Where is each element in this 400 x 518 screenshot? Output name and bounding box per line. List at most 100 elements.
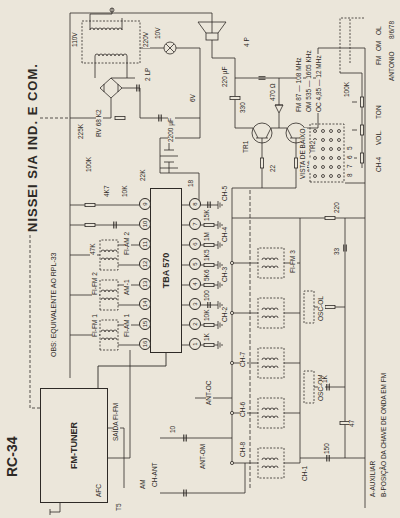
if-transformers: [70, 203, 139, 350]
switch-contact: [330, 166, 333, 169]
component-label: A-AUXILIAR: [370, 460, 377, 498]
switch-contact: [314, 130, 317, 133]
component-label: 4K7: [104, 184, 111, 198]
switch-contact: [330, 139, 333, 142]
pin-number: 10: [139, 218, 151, 230]
component-label: ANT-OM: [200, 443, 207, 470]
pin-number: 11: [139, 238, 151, 250]
pin-number: 4: [189, 278, 201, 290]
component-label: CH-1: [302, 465, 309, 482]
page-title: NISSEI S/A IND. E COM.: [26, 62, 39, 233]
component-label: 2200 µF: [168, 117, 175, 143]
component-label: 47K: [90, 242, 97, 256]
component-label: 4 P: [244, 36, 251, 48]
pin-number: 6: [189, 238, 201, 250]
component-label: 33: [334, 247, 341, 256]
switch-contact: [322, 130, 325, 133]
component-label: ANT-OC: [206, 379, 213, 406]
switch-contact: [338, 148, 341, 151]
component-label: CH-2: [222, 306, 229, 323]
switch-contact: [314, 166, 317, 169]
switch-contact: [338, 130, 341, 133]
node-text: TBA 570: [161, 253, 171, 289]
component-label: 1M: [204, 231, 211, 242]
switch-contact: [322, 139, 325, 142]
switch-contact: [314, 157, 317, 160]
component-label: 10V: [155, 26, 162, 40]
component-label: OSC-OL: [318, 295, 325, 322]
component-label: OM: [376, 40, 383, 52]
pin-number: 1: [189, 338, 201, 350]
switch-contact: [338, 166, 341, 169]
switch-contact: [330, 148, 333, 151]
ic-chip: TBA 570: [150, 188, 182, 353]
switch-contact: [330, 175, 333, 178]
component-label: OM 535 — 1605 KHz: [306, 49, 313, 113]
component-label: 100: [204, 289, 211, 302]
pin-number: 5: [189, 258, 201, 270]
component-label: FI-AM 2: [124, 231, 131, 256]
component-label: 1K: [204, 332, 211, 342]
pin-number: 15: [139, 318, 151, 330]
power-supply: [70, 8, 200, 173]
switch-contact: [322, 175, 325, 178]
switch-contact: [338, 175, 341, 178]
wave-switch-view: [310, 124, 344, 182]
component-label: CH-3: [222, 266, 229, 283]
component-label: FI-FM 3: [290, 249, 297, 274]
component-label: 8: [347, 172, 354, 178]
component-label: 6: [347, 154, 354, 160]
component-label: B-POSIÇÃO DA CHAVE DE ONDA EM FM: [381, 372, 388, 498]
switch-contact: [338, 139, 341, 142]
component-label: 220V: [143, 31, 150, 48]
component-label: RV 68 K2: [96, 108, 103, 138]
volume-tone-pots: [340, 18, 365, 168]
pin-number: 2: [189, 318, 201, 330]
switch-contact: [322, 157, 325, 160]
component-label: 7: [347, 163, 354, 169]
component-label: 10K: [204, 308, 211, 322]
component-label: FI-FM 1: [92, 313, 99, 338]
component-label: CH-ANT: [152, 461, 159, 488]
component-label: FI-AM 1: [124, 313, 131, 338]
component-label: AM-1: [124, 278, 131, 296]
switch-contact: [338, 157, 341, 160]
component-label: ANTONIO: [389, 51, 396, 83]
audio-output-stage: [70, 13, 365, 188]
pin-number: 7: [189, 218, 201, 230]
component-label: 150: [324, 442, 331, 455]
component-label: 10K: [122, 184, 129, 198]
component-label: 2 LP: [145, 67, 152, 82]
component-label: 220: [334, 201, 341, 214]
switch-contact: [314, 175, 317, 178]
node-text: FM-TUNER: [69, 422, 79, 469]
component-label: 47: [349, 419, 356, 428]
pin-number: 16: [139, 338, 151, 350]
component-label: CH-5: [222, 185, 229, 202]
model-number: RC-34: [5, 436, 19, 478]
component-label: TR1: [243, 140, 250, 154]
component-label: 470 Ω: [270, 82, 277, 102]
component-label: CH-4: [222, 226, 229, 243]
switch-contact: [330, 157, 333, 160]
component-label: VOL.: [376, 129, 383, 146]
component-label: 10: [170, 425, 177, 434]
component-label: TR2: [310, 140, 317, 154]
component-label: OBS: EQUIVALENTE AO RPL-33: [50, 251, 57, 358]
component-label: 15K: [204, 208, 211, 222]
component-label: OL: [376, 25, 383, 36]
component-label: SAÍDA FI-FM: [113, 402, 120, 442]
component-label: 6V: [190, 93, 197, 103]
component-label: FM: [376, 55, 383, 66]
component-label: 1K: [322, 374, 329, 384]
component-label: CH-4: [376, 156, 383, 173]
pin-number: 9: [139, 198, 151, 210]
component-label: 220 µF: [222, 66, 229, 88]
component-label: 110V: [72, 31, 79, 48]
component-label: VISTA DE BAIXO: [300, 128, 307, 180]
component-label: 100K: [86, 156, 93, 173]
component-label: AM: [140, 478, 147, 490]
component-label: CH-7: [240, 351, 247, 368]
component-label: CH-8: [240, 441, 247, 458]
switch-contact: [330, 130, 333, 133]
